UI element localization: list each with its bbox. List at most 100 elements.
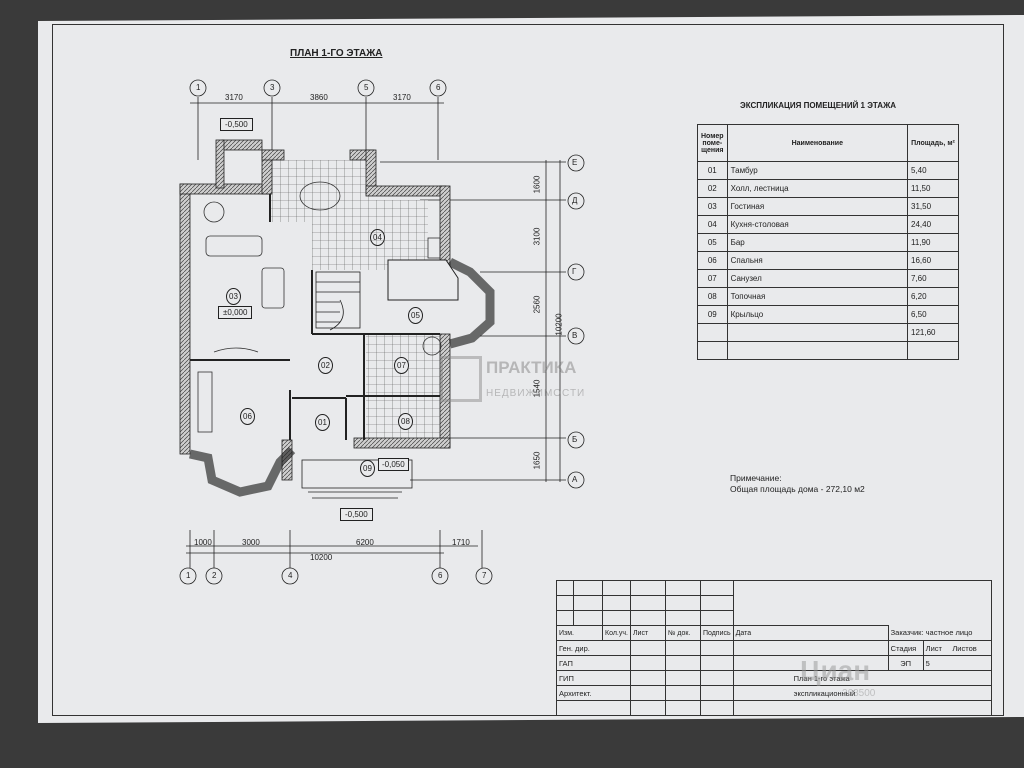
room-label-02: 02 — [318, 357, 333, 374]
room-label-03: 03 — [226, 288, 241, 305]
cell-number: 08 — [697, 287, 728, 306]
table-total-row: 121,60 — [697, 323, 959, 342]
dim-right-2: 3100 — [532, 227, 542, 246]
cell-name: Санузел — [726, 269, 909, 288]
axis-top-label: 3 — [270, 83, 275, 92]
cell-name: Крыльцо — [726, 305, 909, 324]
porch — [301, 459, 413, 499]
axis-markers-right — [567, 154, 585, 489]
axis-right-label: Г — [572, 267, 577, 276]
room-label-01: 01 — [315, 414, 330, 431]
axis-top-label: 1 — [196, 83, 201, 92]
stamp-sheets-header: Листов — [952, 643, 977, 653]
cell-empty — [726, 323, 909, 342]
header-area: Площадь, м² — [907, 124, 959, 162]
axis-markers-bottom — [179, 567, 493, 585]
room-label-07: 07 — [394, 357, 409, 374]
stamp-header-kol: Кол.уч. — [602, 625, 631, 641]
dim-top-2: 3860 — [310, 93, 328, 102]
cell-number: 07 — [697, 269, 728, 288]
dim-top-3: 3170 — [393, 93, 411, 102]
axis-top-label: 6 — [436, 83, 441, 92]
room-label-09: 09 — [360, 460, 375, 477]
axis-bottom-label: 6 — [438, 571, 443, 580]
cell-area: 11,90 — [907, 233, 959, 252]
stamp-role: ГАП — [556, 655, 631, 671]
explication-title: ЭКСПЛИКАЦИЯ ПОМЕЩЕНИЙ 1 ЭТАЖА — [740, 101, 897, 110]
stamp-header-list: Лист — [629, 625, 666, 641]
cell-area: 5,40 — [907, 161, 959, 180]
cell-number: 09 — [697, 305, 728, 324]
table-header-row: Номер поме-щения Наименование Площадь, м… — [697, 124, 959, 162]
cell-number: 03 — [697, 197, 728, 216]
note-label: Примечание: — [730, 473, 782, 483]
cell-area: 7,60 — [907, 269, 959, 288]
header-number: Номер поме-щения — [697, 124, 728, 162]
dim-bottom-4: 1710 — [452, 538, 470, 547]
axis-right-label: Б — [572, 435, 578, 444]
dim-right-total: 10200 — [554, 313, 564, 336]
stamp-customer: Заказчик: частное лицо — [887, 625, 993, 641]
axis-bottom-label: 2 — [212, 571, 217, 580]
cell-name: Тамбур — [726, 161, 909, 180]
axis-bottom-label: 4 — [288, 571, 293, 580]
level-floor: ±0,000 — [218, 306, 253, 319]
right-dimension-line — [380, 160, 566, 482]
cell-area: 16,60 — [907, 251, 959, 270]
dim-bottom-3: 6200 — [356, 538, 374, 547]
interior-walls — [190, 194, 440, 440]
cell-name: Кухня-столовая — [726, 215, 909, 234]
top-dimension-line — [190, 97, 444, 160]
staircase — [315, 271, 361, 331]
stamp-stage: ЭП — [887, 655, 924, 671]
cell-number: 01 — [697, 161, 728, 180]
dim-right-5: 1650 — [532, 451, 542, 470]
stamp-header-sign: Подпись — [699, 625, 734, 641]
dim-right-3: 2560 — [532, 295, 542, 314]
title-block: Изм. Кол.уч. Лист № док. Подпись Дата За… — [556, 580, 993, 716]
axis-right-label: А — [572, 475, 578, 484]
stamp-sheet: 5 — [922, 655, 993, 671]
cell-area: 6,20 — [907, 287, 959, 306]
bay-window-bar — [447, 257, 495, 349]
axis-right-label: В — [572, 331, 578, 340]
cell-area: 24,40 — [907, 215, 959, 234]
stamp-role: Ген. дир. — [556, 640, 631, 656]
stamp-role: Архитект. — [556, 685, 631, 701]
axis-bottom-label: 1 — [186, 571, 191, 580]
axis-bottom-label: 7 — [482, 571, 487, 580]
axis-right-label: Д — [572, 196, 578, 205]
level-bottom: -0,500 — [340, 508, 373, 521]
axis-right-label: Е — [572, 158, 578, 167]
dim-bottom-2: 3000 — [242, 538, 260, 547]
room-label-06: 06 — [240, 408, 255, 425]
exterior-walls — [179, 139, 451, 481]
cell-name: Спальня — [726, 251, 909, 270]
cell-area: 31,50 — [907, 197, 959, 216]
cell-total: 121,60 — [907, 323, 959, 342]
cell-area: 11,50 — [907, 179, 959, 198]
stamp-header-doc: № док. — [664, 625, 701, 641]
stamp-stage-header: Стадия — [887, 640, 924, 656]
cell-name: Бар — [726, 233, 909, 252]
room-label-04: 04 — [370, 229, 385, 246]
level-porch: -0,050 — [378, 458, 409, 471]
table-row-empty — [697, 341, 959, 360]
plan-title: ПЛАН 1-ГО ЭТАЖА — [290, 48, 383, 59]
stamp-header-izm: Изм. — [556, 625, 603, 641]
watermark-brand: ПРАКТИКА — [486, 358, 577, 377]
cell-area: 6,50 — [907, 305, 959, 324]
axis-top-label: 5 — [364, 83, 369, 92]
cell-number: 06 — [697, 251, 728, 270]
stamp-role: ГИП — [556, 670, 631, 686]
watermark-logo-icon — [440, 356, 482, 402]
title-block-table: Изм. Кол.уч. Лист № док. Подпись Дата За… — [556, 580, 993, 716]
cell-name: Холл, лестница — [726, 179, 909, 198]
dim-bottom-1: 1000 — [194, 538, 212, 547]
